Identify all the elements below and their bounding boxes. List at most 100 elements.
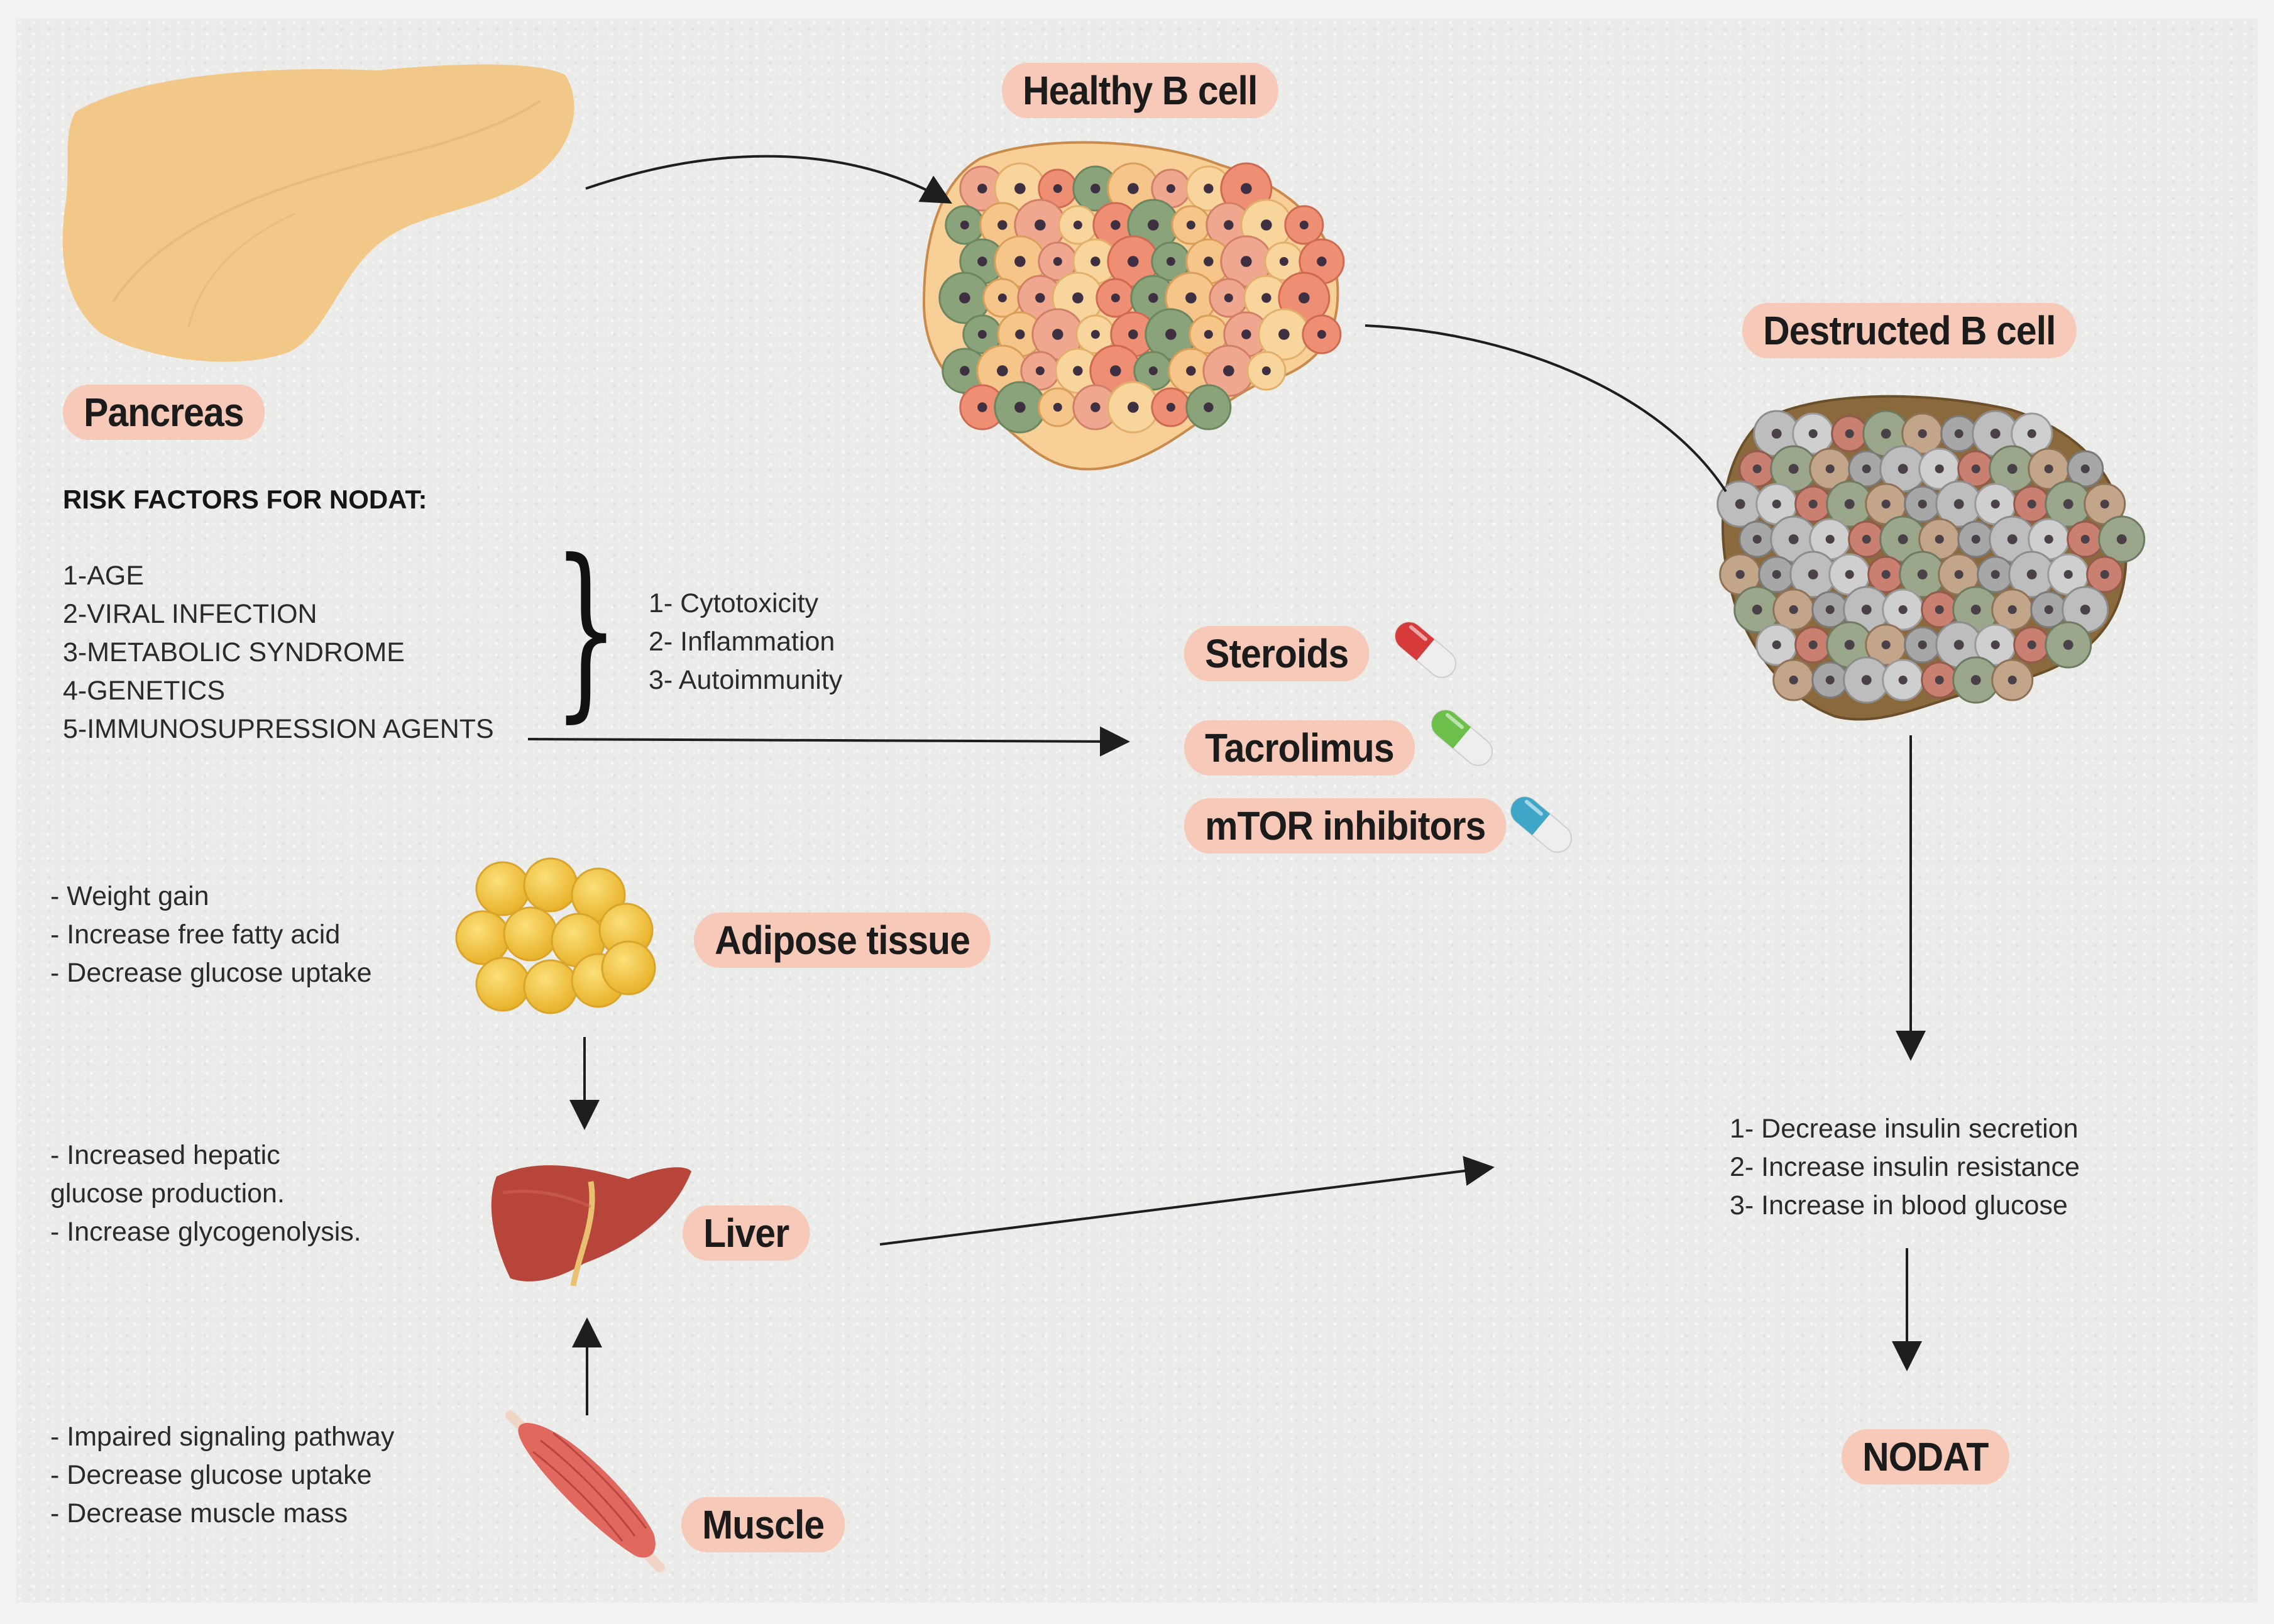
cell-nucleus [1844,640,1855,650]
muscle-effect-item: - Decrease glucose uptake [50,1460,372,1490]
cell-nucleus [1971,535,1980,544]
cell-nucleus [1935,605,1944,614]
cell-nucleus [1825,605,1835,614]
risk-factors-list: 1-AGE 2-VIRAL INFECTION 3-METABOLIC SYND… [63,557,494,749]
label-muscle: Muscle [681,1497,845,1552]
cell-nucleus [1918,640,1927,649]
cell-nucleus [2100,570,2109,579]
outcome-item: 3- Increase in blood glucose [1730,1190,2068,1221]
muscle-effect-item: - Impaired signaling pathway [50,1422,395,1452]
mechanisms-list: 1- Cytotoxicity 2- Inflammation 3- Autoi… [649,584,842,700]
cell-nucleus [1772,570,1781,579]
cell-nucleus [1261,366,1271,375]
label-healthy-b-cell: Healthy B cell [1002,63,1278,118]
cell-nucleus [2007,534,2018,544]
cell-nucleus [1825,676,1835,684]
arrow-pancreas-to-healthy [585,155,952,204]
cell-nucleus [2008,675,2017,685]
cell-nucleus [1898,534,1908,544]
liver-effect-item: - Increased hepatic [50,1140,280,1170]
cell-nucleus [1166,403,1175,412]
adipocyte [523,857,578,913]
cell-nucleus [1035,219,1046,231]
cell-nucleus [1861,605,1872,615]
muscle-effects-list: - Impaired signaling pathway - Decrease … [50,1418,394,1533]
cell-nucleus [1752,535,1762,544]
pill-green-icon [1431,710,1493,766]
cell-nucleus [1166,184,1175,193]
cell-nucleus [1861,675,1872,685]
mechanism-item: 1- Cytotoxicity [649,588,819,618]
cell-nucleus [1148,366,1158,375]
cell-nucleus [2027,429,2036,439]
cell-nucleus [960,221,969,229]
label-pancreas: Pancreas [63,385,265,440]
cell-nucleus [1053,403,1062,412]
cell-nucleus [1165,329,1177,340]
risk-factor-item: 3-METABOLIC SYNDROME [63,637,405,667]
arrow-risk-to-drugs [527,726,1130,757]
cell-nucleus [1917,569,1928,579]
cell-nucleus [997,220,1008,230]
cell-nucleus [977,402,987,412]
cell-nucleus [1035,366,1045,375]
outcome-item: 2- Increase insulin resistance [1730,1152,2080,1182]
cell-nucleus [1953,640,1964,650]
cell-nucleus [1954,429,1964,438]
cell-nucleus [1035,293,1045,303]
cell-nucleus [2080,605,2090,615]
cell-nucleus [1014,402,1026,413]
cell-nucleus [1881,499,1891,509]
cell-nucleus [2027,500,2036,508]
cell-nucleus [1148,219,1159,231]
label-liver: Liver [683,1205,810,1261]
pill-blue-icon [1510,796,1573,853]
cell-nucleus [1970,675,1981,685]
cell-nucleus [1772,499,1781,509]
cell-nucleus [1090,330,1100,339]
cell-nucleus [2026,569,2037,579]
cell-nucleus [1090,184,1101,194]
cell-nucleus [1881,570,1891,579]
cell-nucleus [977,184,987,194]
cell-nucleus [997,365,1008,376]
cell-nucleus [1148,293,1158,303]
cell-nucleus [2044,464,2053,474]
liver-effects-list: - Increased hepatic glucose production. … [50,1136,361,1251]
cell-nucleus [2080,464,2090,473]
cell-nucleus [1825,534,1835,544]
cell-nucleus [1317,256,1327,266]
arrow-liver-to-outcomes [879,1156,1495,1246]
adipose-effect-item: - Increase free fatty acid [50,919,341,950]
cell-nucleus [1808,429,1818,439]
cell-nucleus [1808,640,1818,649]
cell-nucleus [1299,292,1310,304]
cell-nucleus [1128,329,1138,339]
cell-nucleus [1166,257,1175,266]
cell-nucleus [1128,183,1139,194]
cell-nucleus [1788,464,1799,474]
adipose-effects-list: - Weight gain - Increase free fatty acid… [50,877,372,992]
cell-nucleus [960,366,970,376]
cell-nucleus [1052,329,1063,340]
cell-nucleus [1204,256,1214,266]
cell-nucleus [1204,330,1213,339]
cell-nucleus [1223,365,1234,376]
cell-nucleus [1881,429,1891,439]
cell-nucleus [1808,569,1818,579]
cell-nucleus [1090,402,1101,412]
cell-nucleus [1014,256,1026,267]
cell-nucleus [1990,429,2001,439]
cell-nucleus [1918,429,1927,439]
cell-nucleus [1111,220,1121,230]
adipocyte [475,957,530,1012]
cell-nucleus [1241,329,1251,339]
adipocyte [475,861,530,916]
adipocyte [523,959,578,1014]
cell-nucleus [1789,605,1798,615]
cell-nucleus [1918,500,1927,508]
cell-nucleus [1185,292,1197,304]
cell-nucleus [1991,499,2000,509]
adipose-effect-item: - Weight gain [50,881,209,911]
